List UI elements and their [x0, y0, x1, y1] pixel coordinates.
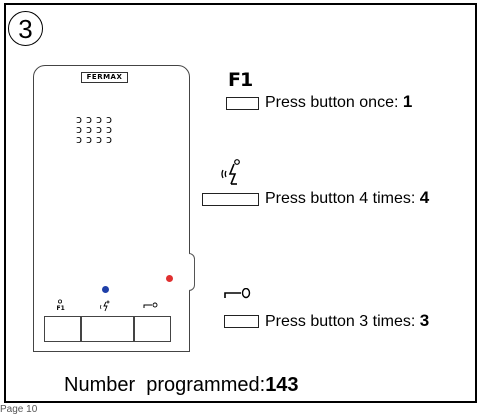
device-button-call[interactable]	[81, 316, 134, 342]
speaker-hole: ɔ	[75, 133, 83, 146]
speaker-hole: ɔ	[75, 113, 83, 126]
summary-value: 143	[265, 374, 299, 396]
instruction-door-count: 3	[419, 311, 430, 330]
speaker-hole: ɔ	[95, 113, 103, 126]
button-indicator-f1	[226, 97, 259, 110]
page-footer: Page 10	[0, 404, 38, 415]
step-number: 3	[18, 13, 33, 44]
speaker-hole: ɔ	[85, 133, 93, 146]
programmed-number-summary: Number programmed:143	[64, 374, 299, 396]
key-icon	[224, 288, 251, 299]
status-led-blue	[102, 286, 109, 293]
speaker-hole: ɔ	[85, 113, 93, 126]
key-small-icon	[143, 302, 158, 308]
intercom-call-small-icon	[100, 300, 110, 312]
device-bottom-lip	[44, 341, 171, 352]
device-brand-label: FERMAX	[81, 72, 128, 83]
instruction-f1-text: Press button once:	[265, 94, 403, 111]
instruction-f1-count: 1	[402, 92, 413, 111]
speaker-hole: ɔ	[95, 123, 103, 136]
button-indicator-door	[224, 315, 259, 328]
speaker-hole: ɔ	[75, 123, 83, 136]
instruction-f1: Press button once: 1	[265, 93, 412, 112]
f1-small-icon: F1	[57, 299, 65, 312]
instruction-panel-frame	[4, 3, 477, 403]
speaker-hole: ɔ	[105, 123, 113, 136]
instruction-call-count: 4	[419, 188, 430, 207]
intercom-call-icon	[221, 159, 240, 185]
speaker-hole: ɔ	[105, 113, 113, 126]
instruction-door: Press button 3 times: 3	[265, 312, 429, 331]
instruction-call: Press button 4 times: 4	[265, 189, 429, 208]
instruction-call-text: Press button 4 times:	[265, 190, 420, 207]
summary-label: Number programmed:	[64, 374, 266, 396]
status-led-red	[166, 275, 173, 282]
button-indicator-call	[202, 193, 259, 206]
speaker-hole: ɔ	[85, 123, 93, 136]
step-number-badge: 3	[8, 11, 43, 46]
f1-icon: F1	[228, 69, 253, 91]
device-button-f1[interactable]	[44, 316, 81, 342]
speaker-hole: ɔ	[95, 133, 103, 146]
instruction-door-text: Press button 3 times:	[265, 313, 420, 330]
volume-knob	[189, 253, 195, 291]
svg-text:F1: F1	[57, 305, 65, 312]
speaker-hole: ɔ	[105, 133, 113, 146]
device-button-door[interactable]	[134, 316, 171, 342]
